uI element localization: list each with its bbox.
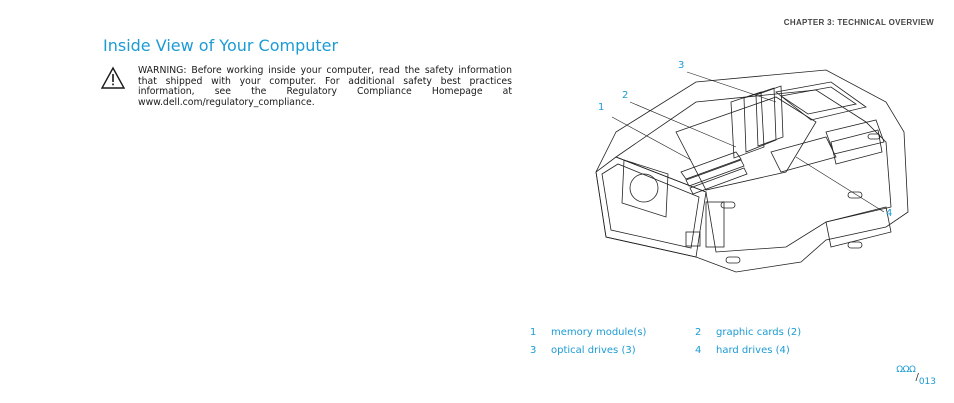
- legend-number: 1: [530, 326, 537, 338]
- legend-label: optical drives (3): [551, 344, 636, 356]
- legend-label: graphic cards (2): [716, 326, 802, 338]
- page-number: ΩΩΩ/013: [896, 365, 936, 387]
- figure-legend: 1 memory module(s) 2 graphic cards (2) 3…: [530, 323, 860, 359]
- legend-number: 2: [695, 326, 702, 338]
- callout-1: 1: [598, 102, 605, 113]
- legend-label: hard drives (4): [716, 344, 790, 356]
- page-number-value: 013: [918, 377, 936, 387]
- warning-text: WARNING: Before working inside your comp…: [138, 65, 512, 108]
- legend-row: 3 optical drives (3) 4 hard drives (4): [530, 341, 860, 359]
- legend-item: 3 optical drives (3): [530, 345, 695, 356]
- page-title: Inside View of Your Computer: [103, 36, 339, 55]
- legend-number: 4: [695, 344, 702, 356]
- legend-item: 4 hard drives (4): [695, 345, 860, 356]
- computer-diagram: [595, 69, 909, 273]
- legend-label: memory module(s): [551, 326, 647, 338]
- brand-logo: ΩΩΩ: [896, 365, 916, 375]
- chapter-header: CHAPTER 3: TECHNICAL OVERVIEW: [783, 18, 934, 27]
- warning-block: WARNING: Before working inside your comp…: [100, 65, 512, 108]
- callout-2: 2: [622, 90, 629, 101]
- legend-item: 2 graphic cards (2): [695, 327, 860, 338]
- callout-3: 3: [678, 60, 685, 71]
- page-slash: /: [915, 372, 919, 383]
- warning-triangle-icon: [100, 66, 126, 89]
- legend-item: 1 memory module(s): [530, 327, 695, 338]
- callout-4: 4: [886, 208, 893, 219]
- computer-interior-illustration: 1 2 3 4: [586, 60, 916, 287]
- legend-number: 3: [530, 344, 537, 356]
- legend-row: 1 memory module(s) 2 graphic cards (2): [530, 323, 860, 341]
